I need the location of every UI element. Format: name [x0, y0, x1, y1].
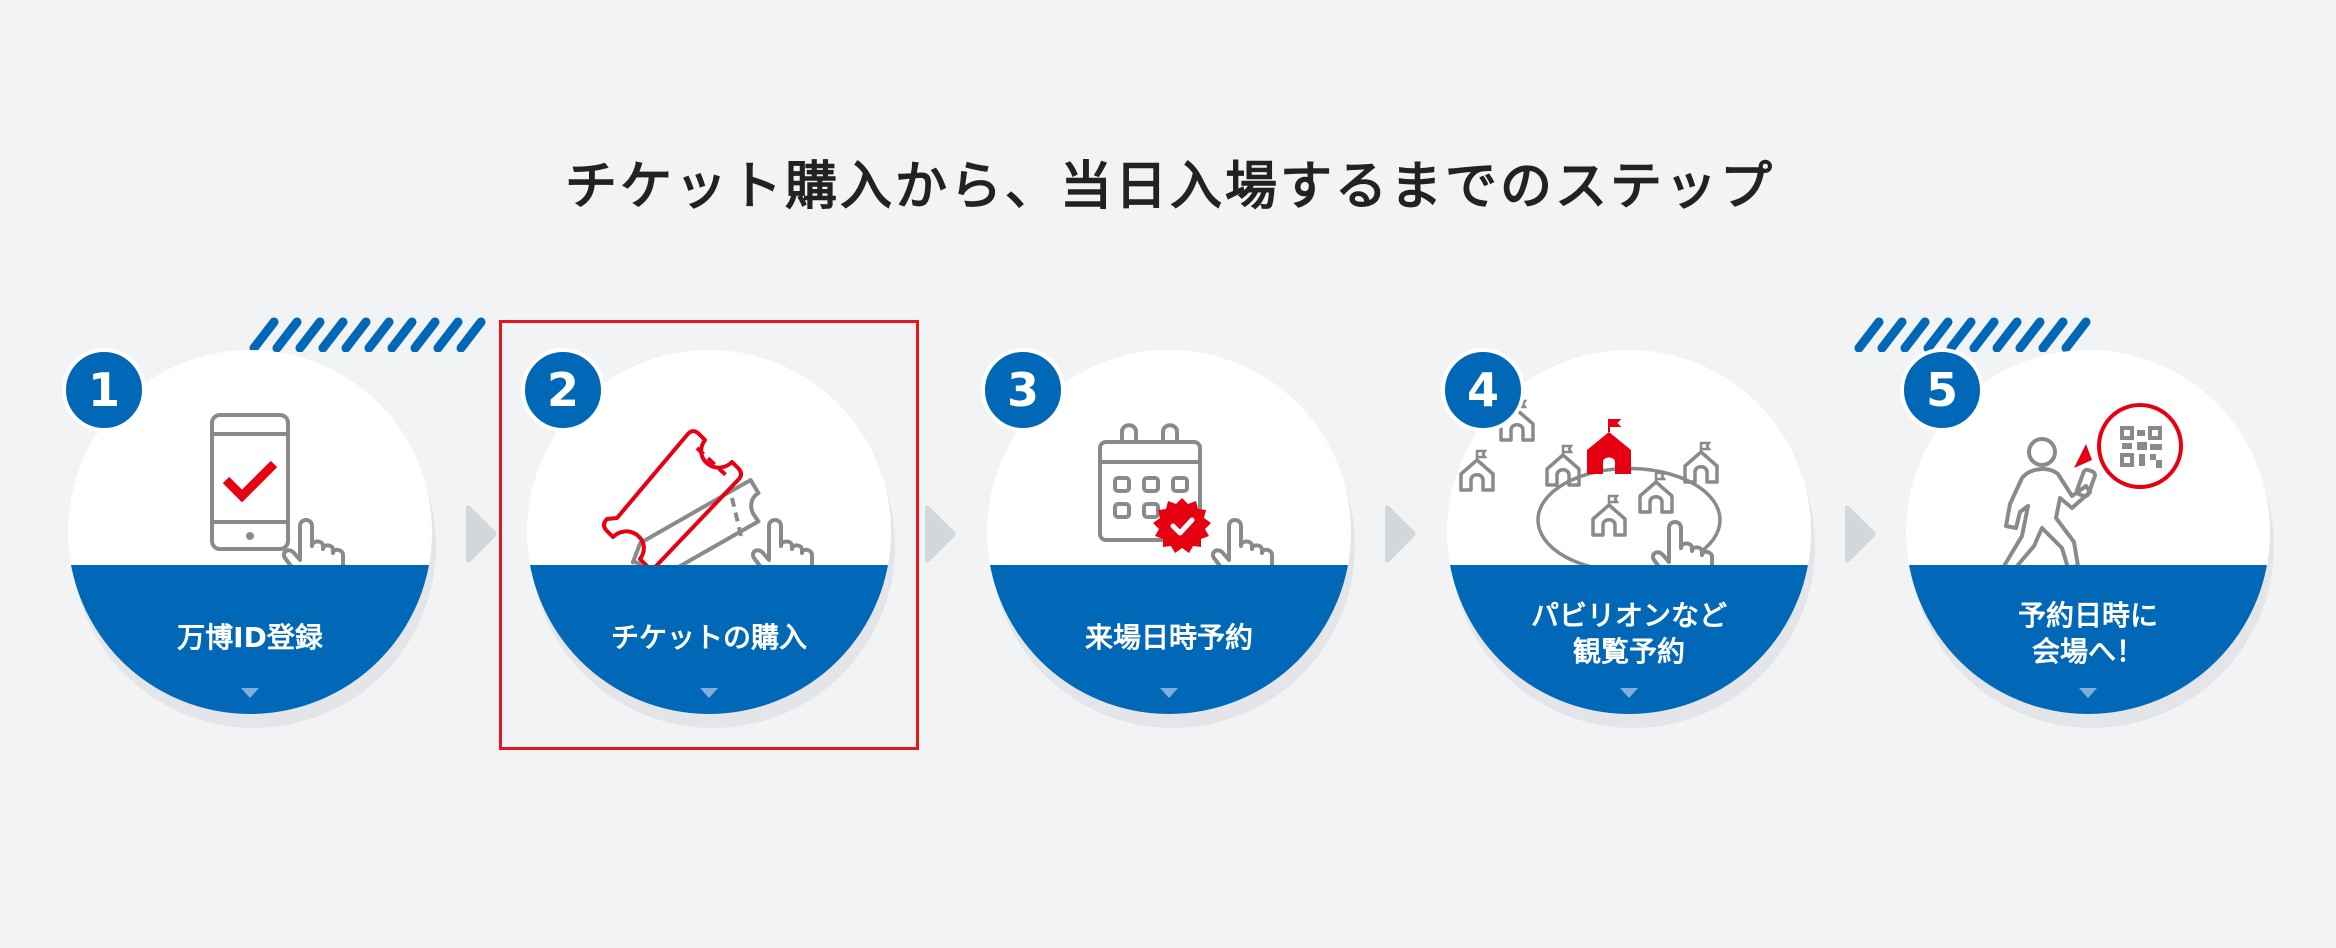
step-5-go-to-venue[interactable]: 予約日時に 会場へ！ 5 [1900, 348, 2270, 714]
caret-down-icon [1620, 688, 1638, 698]
caret-down-icon [700, 688, 718, 698]
chevron-right-icon [466, 505, 497, 563]
step-label-area: パビリオンなど 観覧予約 [1447, 565, 1811, 714]
highlighted-pavilion-icon [1587, 419, 1631, 474]
caret-down-icon [241, 688, 259, 698]
step-4-pavilion-reservation[interactable]: パビリオンなど 観覧予約 4 [1441, 348, 1811, 714]
seal-check-icon [1153, 498, 1211, 553]
chevron-right-icon [1385, 505, 1416, 563]
page-title: チケット購入から、当日入場するまでのステップ [564, 157, 1775, 217]
step-label: パビリオンなど 観覧予約 [1530, 599, 1727, 668]
stripes-decoration-left-icon [249, 317, 486, 352]
step-number-badge: 5 [1900, 348, 1984, 432]
step-3-visit-reservation[interactable]: 来場日時予約 3 [981, 348, 1351, 714]
steps-heading: チケット購入から、当日入場するまでのステップ [0, 150, 2336, 352]
walking-qr-icon [2002, 403, 2183, 574]
stripes-decoration-right-icon [1854, 317, 2091, 352]
step-2-ticket-purchase[interactable]: チケットの購入 2 [521, 348, 891, 714]
step-number-badge: 2 [521, 348, 605, 432]
step-label-area: チケットの購入 [527, 565, 891, 714]
qr-bubble-icon [2074, 403, 2183, 489]
chevron-right-icon [925, 505, 956, 563]
step-circle: 万博ID登録 [68, 350, 432, 714]
step-label-area: 万博ID登録 [68, 565, 432, 714]
step-label: 予約日時に 会場へ！ [2017, 599, 2158, 668]
step-circle: パビリオンなど 観覧予約 [1447, 350, 1811, 714]
step-label-area: 来場日時予約 [987, 565, 1351, 714]
step-label: 来場日時予約 [1084, 621, 1253, 654]
step-number-badge: 3 [981, 348, 1065, 432]
caret-down-icon [1160, 688, 1178, 698]
step-number-badge: 1 [62, 348, 146, 432]
caret-down-icon [2079, 688, 2097, 698]
chevron-right-icon [1845, 505, 1876, 563]
step-1-id-registration[interactable]: 万博ID登録 1 [62, 348, 432, 714]
walking-person-icon [2002, 437, 2097, 574]
step-label: 万博ID登録 [177, 621, 323, 654]
step-number-badge: 4 [1441, 348, 1525, 432]
step-label-area: 予約日時に 会場へ！ [1906, 565, 2270, 714]
step-label: チケットの購入 [610, 621, 807, 654]
highlight-box [499, 320, 919, 750]
